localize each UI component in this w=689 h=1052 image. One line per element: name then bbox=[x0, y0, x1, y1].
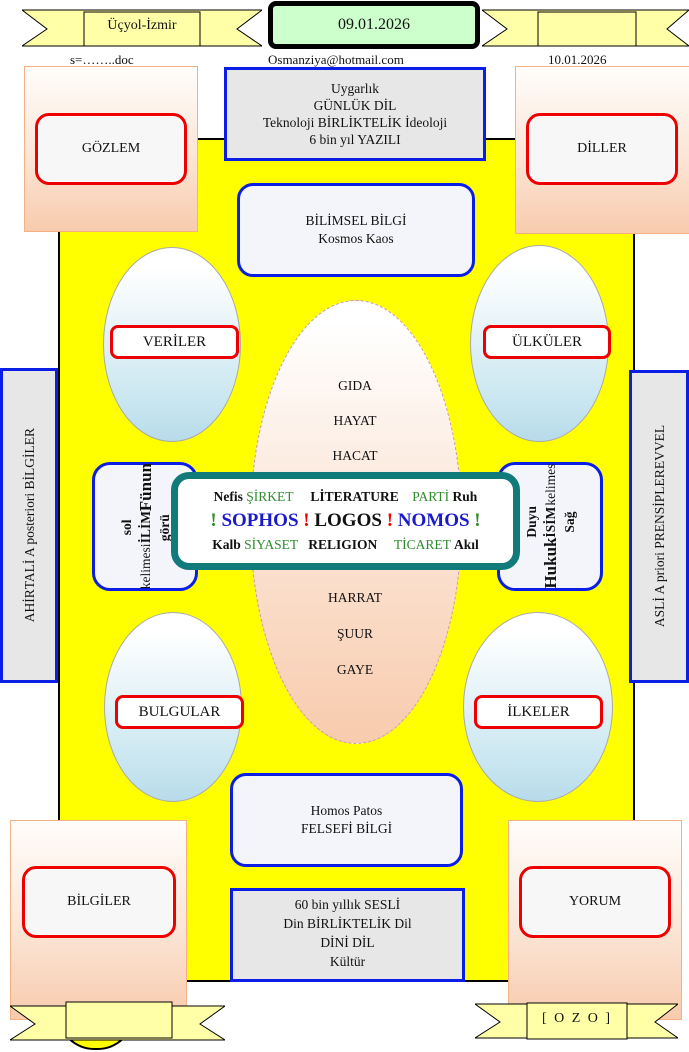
location-label: Üçyol-İzmir bbox=[107, 18, 177, 33]
text-line: sol İLİM görü bbox=[118, 511, 172, 544]
logos-box: Nefis ŞİRKET LİTERATURE PARTİ Ruh ! SOPH… bbox=[171, 472, 520, 570]
word: PARTİ bbox=[412, 489, 450, 504]
text-line: Homos Patos bbox=[310, 803, 383, 818]
yorum-box: YORUM bbox=[519, 866, 671, 938]
word: HACAT bbox=[332, 448, 378, 463]
text-line: Kültür bbox=[329, 954, 366, 969]
ulkuler-label: ÜLKÜLER bbox=[483, 325, 611, 359]
bulgular-label: BULGULAR bbox=[115, 695, 244, 729]
science-box: BİLİMSEL BİLGİ Kosmos Kaos bbox=[237, 183, 475, 277]
text-line: GÜNLÜK DİL bbox=[313, 98, 397, 113]
text-line: 60 bin yıllık SESLİ bbox=[294, 897, 401, 912]
text-line: Kosmos Kaos bbox=[318, 231, 394, 246]
word: SİYASET bbox=[244, 537, 299, 552]
yorum-label: YORUM bbox=[568, 894, 622, 909]
date-box: 09.01.2026 bbox=[268, 1, 480, 49]
text-line: 6 bin yıl YAZILI bbox=[309, 132, 401, 147]
ilkeler-label: İLKELER bbox=[474, 695, 603, 729]
text-line: kelimes bbox=[542, 464, 558, 507]
gozlem-label: GÖZLEM bbox=[81, 141, 141, 156]
exclamation: ! bbox=[474, 510, 481, 531]
text-line: Hukuk bbox=[540, 537, 560, 589]
word: ŞİRKET bbox=[246, 489, 294, 504]
text-line: ASLİ A priori PRENSİPLER bbox=[651, 469, 667, 628]
text-line: EVVEL bbox=[651, 425, 667, 470]
footer-right-banner: [ O Z O ] bbox=[475, 1000, 678, 1040]
exclamation: ! bbox=[210, 510, 217, 531]
location-banner: Üçyol-İzmir bbox=[22, 8, 262, 48]
word: NOMOS bbox=[397, 510, 470, 531]
bilgiler-box: BİLGİLER bbox=[22, 866, 176, 938]
text-line: Duyu İSİM Sağ bbox=[523, 506, 577, 538]
word: Akıl bbox=[454, 537, 479, 552]
word: HARRAT bbox=[327, 590, 382, 605]
text-line: kelimesi bbox=[137, 543, 153, 590]
gozlem-box: GÖZLEM bbox=[35, 113, 187, 185]
text-line: FELSEFİ BİLGİ bbox=[300, 821, 393, 836]
email-label[interactable]: Osmanziya@hotmail.com bbox=[268, 52, 404, 67]
veriler-label: VERİLER bbox=[110, 325, 239, 359]
text-line: Din BİRLİKTELİK Dil bbox=[283, 916, 412, 931]
word: GAYE bbox=[336, 662, 374, 677]
text-line: DİNİ DİL bbox=[320, 935, 375, 950]
word: HAYAT bbox=[333, 413, 377, 428]
word: TİCARET bbox=[393, 537, 451, 552]
text-line: TALİ A posteriori BİLGİLER bbox=[21, 428, 37, 590]
bilgiler-label: BİLGİLER bbox=[67, 894, 131, 909]
exclamation: ! bbox=[386, 510, 394, 531]
word: ŞUUR bbox=[336, 626, 373, 641]
word: LİTERATURE bbox=[310, 489, 399, 504]
word: SOPHOS bbox=[221, 510, 299, 531]
center-words-top: GIDA HAYAT HACAT bbox=[290, 368, 420, 473]
diller-box: DİLLER bbox=[526, 113, 678, 185]
word: Kalb bbox=[212, 537, 241, 552]
text-line: AHİR bbox=[21, 589, 37, 623]
date2-label: 10.01.2026 bbox=[548, 52, 607, 67]
ozo-label: [ O Z O ] bbox=[541, 1011, 613, 1026]
exclamation: ! bbox=[303, 510, 310, 531]
file-label: s=……..doc bbox=[70, 52, 134, 67]
text-line: BİLİMSEL BİLGİ bbox=[305, 213, 407, 228]
word: RELIGION bbox=[308, 537, 378, 552]
word: Nefis bbox=[213, 489, 243, 504]
center-words-bottom: HARRAT ŞUUR GAYE bbox=[290, 580, 420, 688]
footer-left-banner bbox=[10, 1000, 225, 1041]
word: LOGOS bbox=[314, 510, 382, 531]
right-banner bbox=[482, 8, 689, 48]
text-line: Teknoloji BİRLİKTELİK İdeoloji bbox=[262, 115, 448, 130]
word: GIDA bbox=[338, 378, 372, 393]
diller-label: DİLLER bbox=[577, 141, 627, 156]
word: Ruh bbox=[452, 489, 478, 504]
date-label: 09.01.2026 bbox=[338, 16, 410, 33]
text-line: Fünun bbox=[135, 463, 155, 512]
text-line: Uygarlık bbox=[331, 81, 379, 96]
